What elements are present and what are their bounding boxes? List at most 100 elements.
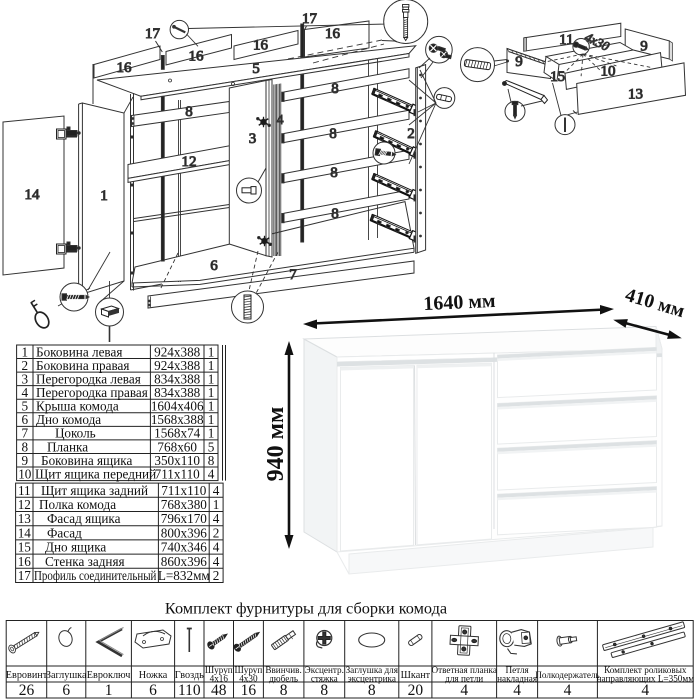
svg-text:1: 1 xyxy=(100,188,108,204)
svg-text:16: 16 xyxy=(325,26,341,42)
svg-text:Перегородка правая: Перегородка правая xyxy=(36,385,148,400)
svg-text:Боковина правая: Боковина правая xyxy=(36,358,129,373)
svg-text:1: 1 xyxy=(208,344,215,359)
svg-text:2: 2 xyxy=(213,568,220,583)
svg-text:924х388: 924х388 xyxy=(154,358,201,373)
svg-text:Боковина левая: Боковина левая xyxy=(36,344,122,359)
svg-text:8: 8 xyxy=(331,206,339,222)
svg-text:17: 17 xyxy=(145,26,161,42)
svg-text:924х388: 924х388 xyxy=(154,344,201,359)
svg-text:1568х74: 1568х74 xyxy=(154,426,201,441)
svg-text:16: 16 xyxy=(18,554,32,569)
svg-text:8: 8 xyxy=(280,682,288,699)
svg-text:Комплект роликовых: Комплект роликовых xyxy=(604,665,687,675)
svg-text:Гвоздь: Гвоздь xyxy=(175,670,204,681)
svg-text:Евровинт: Евровинт xyxy=(6,670,48,681)
svg-text:4х30: 4х30 xyxy=(239,674,258,684)
svg-text:5: 5 xyxy=(252,61,260,77)
svg-text:17: 17 xyxy=(18,568,32,583)
svg-text:Заглушка для: Заглушка для xyxy=(346,665,399,675)
svg-text:1: 1 xyxy=(22,344,29,359)
svg-text:740х346: 740х346 xyxy=(161,540,208,555)
svg-text:11: 11 xyxy=(18,483,31,498)
svg-text:13: 13 xyxy=(628,87,643,103)
svg-text:16: 16 xyxy=(253,38,269,54)
svg-text:860х396: 860х396 xyxy=(161,554,208,569)
svg-text:Щит ящика задний: Щит ящика задний xyxy=(41,483,148,498)
svg-text:16: 16 xyxy=(117,60,133,76)
svg-text:1: 1 xyxy=(208,399,215,414)
svg-text:стяжка: стяжка xyxy=(311,674,338,684)
svg-text:1: 1 xyxy=(105,682,113,699)
svg-text:15: 15 xyxy=(550,69,565,85)
svg-text:9: 9 xyxy=(640,39,648,55)
svg-text:10: 10 xyxy=(601,64,616,80)
svg-text:1: 1 xyxy=(213,497,220,512)
svg-text:Эксцентр.: Эксцентр. xyxy=(305,665,344,675)
svg-text:17: 17 xyxy=(302,11,318,27)
svg-text:711х110: 711х110 xyxy=(161,483,207,498)
svg-text:4: 4 xyxy=(22,385,29,400)
svg-text:накладная: накладная xyxy=(497,674,538,684)
svg-text:Стенка задняя: Стенка задняя xyxy=(45,554,125,569)
svg-text:1568х388: 1568х388 xyxy=(151,412,204,427)
svg-text:Петля: Петля xyxy=(505,665,529,675)
svg-text:16: 16 xyxy=(189,49,205,65)
svg-text:800х396: 800х396 xyxy=(161,525,208,540)
svg-text:6: 6 xyxy=(22,412,29,427)
svg-text:8: 8 xyxy=(330,165,338,181)
svg-text:14: 14 xyxy=(25,187,41,203)
svg-text:4: 4 xyxy=(641,682,649,699)
svg-text:110: 110 xyxy=(178,682,201,699)
svg-text:4: 4 xyxy=(213,511,220,526)
svg-text:Ножка: Ножка xyxy=(139,670,168,681)
svg-text:12: 12 xyxy=(18,497,31,512)
svg-text:L=832мм: L=832мм xyxy=(158,568,211,583)
svg-text:10: 10 xyxy=(18,466,32,481)
svg-text:7: 7 xyxy=(22,426,29,441)
svg-text:940 мм: 940 мм xyxy=(263,407,289,482)
svg-text:350х110: 350х110 xyxy=(154,453,200,468)
svg-text:Перегородка левая: Перегородка левая xyxy=(36,372,141,387)
svg-text:Дно ящика: Дно ящика xyxy=(45,540,106,555)
svg-text:Шкант: Шкант xyxy=(401,670,431,681)
svg-text:1: 1 xyxy=(208,412,215,427)
svg-text:16: 16 xyxy=(241,682,257,699)
svg-text:Профиль соединительный: Профиль соединительный xyxy=(34,568,156,583)
svg-text:Фасад: Фасад xyxy=(47,525,82,540)
svg-text:2: 2 xyxy=(407,126,415,142)
svg-text:8: 8 xyxy=(368,682,376,699)
svg-text:Шуруп: Шуруп xyxy=(205,665,233,675)
svg-text:2: 2 xyxy=(22,358,29,373)
svg-text:4: 4 xyxy=(277,113,284,128)
svg-text:Полкодержатель: Полкодержатель xyxy=(535,670,599,680)
svg-text:Шуруп: Шуруп xyxy=(234,665,262,675)
svg-text:Фасад ящика: Фасад ящика xyxy=(47,511,121,526)
svg-text:Дно комода: Дно комода xyxy=(36,412,101,427)
svg-text:8: 8 xyxy=(22,439,29,454)
svg-text:1: 1 xyxy=(208,372,215,387)
svg-text:9: 9 xyxy=(515,54,523,70)
svg-text:4: 4 xyxy=(213,483,220,498)
svg-text:15: 15 xyxy=(18,540,32,555)
svg-text:1: 1 xyxy=(208,385,215,400)
svg-text:3: 3 xyxy=(22,372,29,387)
svg-text:13: 13 xyxy=(18,511,32,526)
svg-text:7: 7 xyxy=(289,267,297,283)
svg-text:14: 14 xyxy=(18,525,32,540)
svg-text:20: 20 xyxy=(408,682,424,699)
svg-text:8: 8 xyxy=(320,682,328,699)
svg-text:Ответная планка: Ответная планка xyxy=(431,665,496,675)
svg-text:9: 9 xyxy=(22,453,29,468)
svg-text:Ввинчив.: Ввинчив. xyxy=(265,665,301,675)
svg-text:1: 1 xyxy=(208,358,215,373)
svg-text:3: 3 xyxy=(249,131,257,147)
svg-text:4х16: 4х16 xyxy=(210,674,229,684)
svg-text:Крыша комода: Крыша комода xyxy=(36,399,119,414)
svg-text:Планка: Планка xyxy=(47,439,88,454)
svg-text:4: 4 xyxy=(213,540,220,555)
svg-text:711х110: 711х110 xyxy=(155,466,201,481)
svg-text:834х388: 834х388 xyxy=(154,372,201,387)
svg-text:Боковина ящика: Боковина ящика xyxy=(41,453,132,468)
svg-text:Заглушка: Заглушка xyxy=(46,670,87,681)
